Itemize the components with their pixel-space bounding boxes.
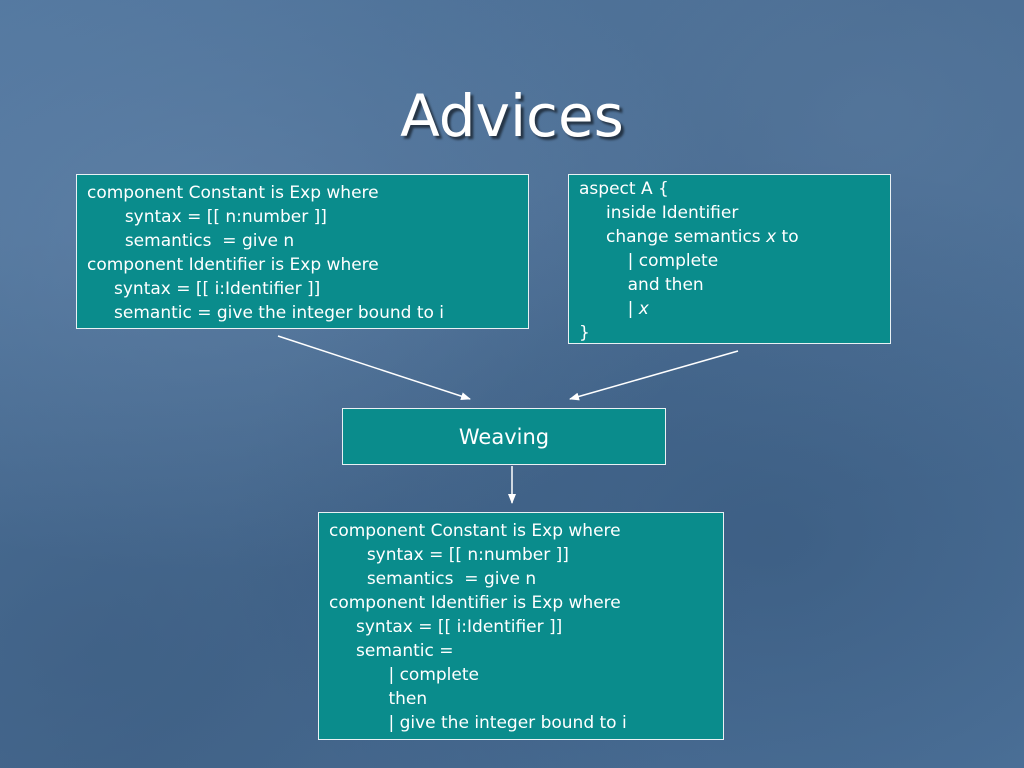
code-line: semantic = [329, 641, 454, 661]
code-text: | [579, 299, 639, 319]
code-line: | x [579, 297, 880, 321]
code-line: and then [579, 275, 704, 295]
code-line: } [579, 323, 590, 343]
code-line: semantics = give n [329, 569, 537, 589]
code-line: component Constant is Exp where [329, 521, 621, 541]
weaving-box: Weaving [342, 408, 666, 465]
code-line: | give the integer bound to i [329, 713, 627, 733]
woven-result-box: component Constant is Exp where syntax =… [318, 512, 724, 740]
code-line: change semantics x to [579, 225, 880, 249]
arrow-right-to-weaving [569, 350, 739, 401]
weaving-label: Weaving [458, 425, 550, 449]
variable-x: x [638, 299, 649, 319]
code-line: inside Identifier [579, 203, 739, 223]
variable-x: x [766, 227, 777, 247]
aspect-definition-box: aspect A { inside Identifier change sema… [568, 174, 891, 344]
code-text: change semantics [579, 227, 767, 247]
component-definitions-box: component Constant is Exp where syntax =… [76, 174, 529, 329]
code-line: syntax = [[ n:number ]] [87, 207, 327, 227]
code-line: semantic = give the integer bound to i [87, 303, 445, 323]
code-line: then [329, 689, 428, 709]
code-line: component Identifier is Exp where [329, 593, 621, 613]
code-text: to [776, 227, 799, 247]
code-line: component Constant is Exp where [87, 183, 379, 203]
code-line: component Identifier is Exp where [87, 255, 379, 275]
code-line: | complete [579, 251, 719, 271]
code-line: aspect A { [579, 179, 669, 199]
arrow-left-to-weaving [277, 335, 471, 400]
code-line: syntax = [[ i:Identifier ]] [329, 617, 563, 637]
code-line: semantics = give n [87, 231, 295, 251]
code-line: | complete [329, 665, 479, 685]
slide-title: Advices [400, 82, 624, 150]
code-line: syntax = [[ n:number ]] [329, 545, 569, 565]
code-line: syntax = [[ i:Identifier ]] [87, 279, 321, 299]
